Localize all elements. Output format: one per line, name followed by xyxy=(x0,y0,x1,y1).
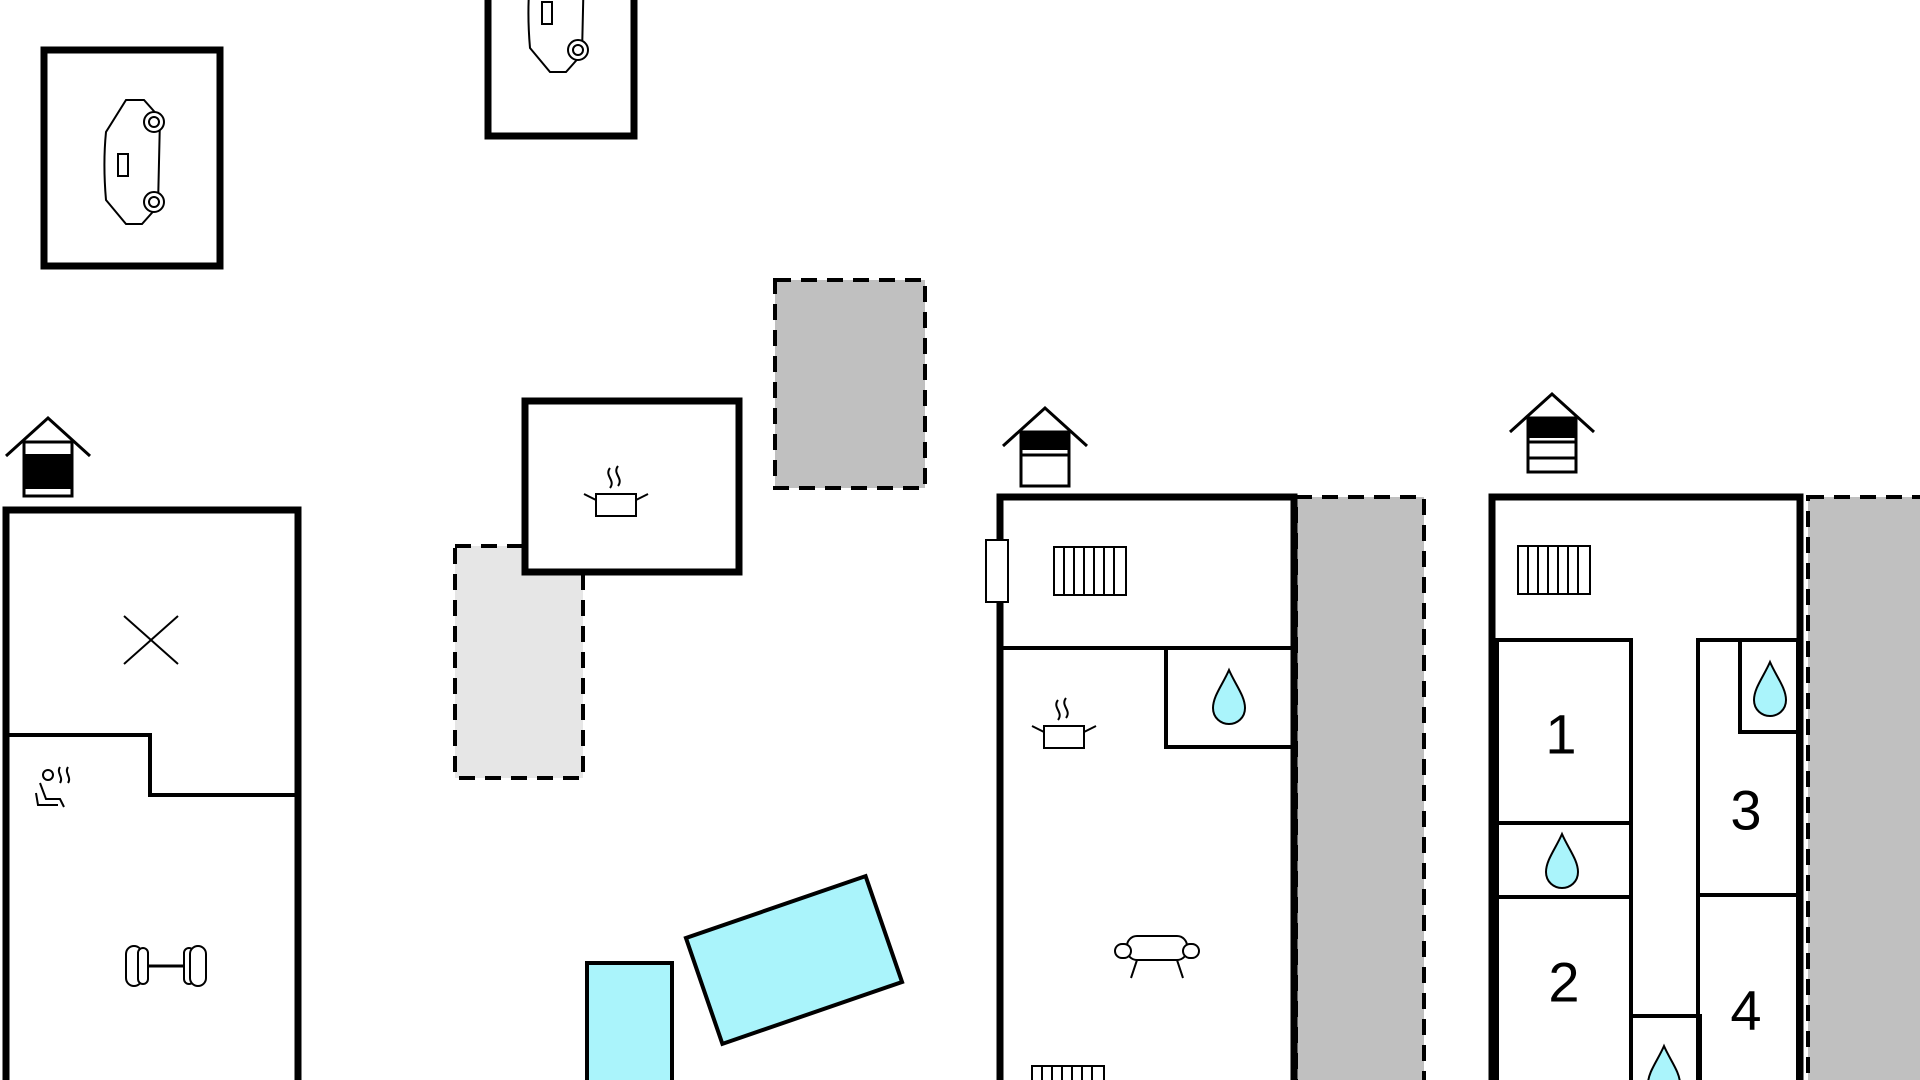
room-label-1: 1 xyxy=(1545,703,1576,766)
carport-left xyxy=(40,46,224,270)
cross-icon xyxy=(123,615,179,665)
radiator-icon xyxy=(1031,1065,1105,1080)
cooking-pot-icon xyxy=(1031,697,1097,749)
water-drop-icon xyxy=(1212,669,1246,725)
terrace-upper xyxy=(773,278,927,490)
room-label-3: 3 xyxy=(1730,779,1761,842)
car-icon xyxy=(103,99,165,225)
room-label-4: 4 xyxy=(1730,979,1761,1042)
car-icon xyxy=(527,0,589,73)
wall-left-inner xyxy=(8,733,296,797)
room-4 xyxy=(1696,893,1800,1080)
house-entrance-fill xyxy=(24,454,72,489)
carport-top xyxy=(484,0,638,140)
building-middle xyxy=(996,493,1298,1080)
room-2 xyxy=(1495,895,1633,1080)
pool-small xyxy=(585,961,674,1080)
radiator-icon xyxy=(1053,546,1127,596)
water-drop-icon xyxy=(1647,1045,1681,1080)
house-entrance-fill xyxy=(1528,418,1576,438)
pool-large xyxy=(683,873,905,1047)
room-3 xyxy=(1696,638,1800,897)
room-label-2: 2 xyxy=(1548,951,1579,1014)
terrace-right-1 xyxy=(1294,495,1426,1080)
window-icon xyxy=(985,539,1009,603)
house-entrance-fill xyxy=(1021,432,1069,450)
water-drop-icon xyxy=(1545,833,1579,889)
terrace-right-2 xyxy=(1806,495,1920,1080)
dumbbell-icon xyxy=(125,945,207,987)
sauna-icon xyxy=(35,766,71,808)
bathroom-2 xyxy=(1738,638,1800,734)
radiator-icon xyxy=(1517,545,1591,595)
terrace-light xyxy=(453,544,585,780)
building-left xyxy=(2,506,302,1080)
outdoor-kitchen xyxy=(521,397,743,576)
sofa-icon xyxy=(1114,935,1200,979)
water-drop-icon xyxy=(1753,661,1787,717)
